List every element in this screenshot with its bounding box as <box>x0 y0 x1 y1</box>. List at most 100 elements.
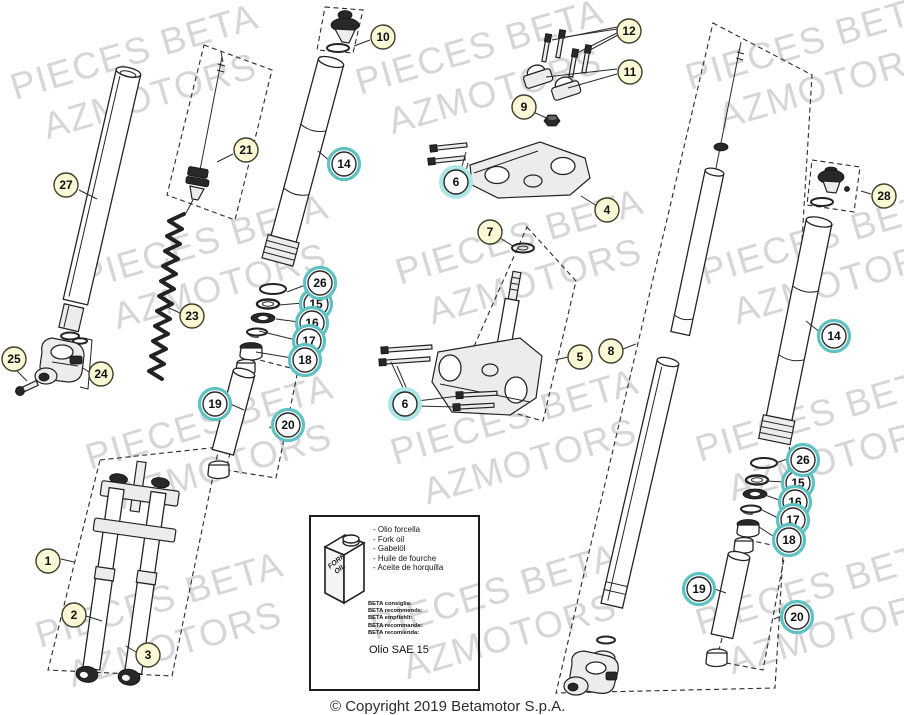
callout-number: 1 <box>45 554 52 568</box>
part-snap-ring-17-right <box>740 504 762 515</box>
part-inner-tube-right <box>596 356 680 645</box>
callout-19-right[interactable]: 19 <box>681 571 717 607</box>
callout-20-left[interactable]: 20 <box>270 407 306 443</box>
legend-line: - Olio forcella <box>373 525 421 534</box>
callout-4[interactable]: 4 <box>594 197 620 223</box>
callout-number: 4 <box>604 203 611 217</box>
callout-number: 6 <box>453 175 460 189</box>
group-box-lower-clamp-5 <box>451 226 577 422</box>
callout-20-right[interactable]: 20 <box>779 599 815 635</box>
part-clamp-bolts-6-bottom <box>378 344 498 412</box>
part-spacer-right <box>733 536 754 554</box>
callout-number: 18 <box>298 353 312 367</box>
callout-1[interactable]: 1 <box>35 548 61 574</box>
part-washer-15-left <box>255 298 281 310</box>
part-axle-clamp-right <box>563 650 619 696</box>
callout-number: 11 <box>624 65 637 79</box>
callout-number: 3 <box>145 648 152 662</box>
callout-7[interactable]: 7 <box>477 219 503 245</box>
callout-number: 23 <box>185 309 199 323</box>
part-snap-ring-17-left <box>246 327 268 338</box>
callout-9[interactable]: 9 <box>511 94 537 120</box>
callout-18-right[interactable]: 18 <box>771 522 807 558</box>
callout-number: 14 <box>827 329 841 343</box>
part-fork-stanchion-left <box>62 66 142 306</box>
part-washer-15-right <box>744 474 770 486</box>
callout-number: 7 <box>487 225 494 239</box>
callout-number: 14 <box>337 157 351 171</box>
legend-line: BETA recommends: <box>368 608 423 615</box>
legend-line: - Aceite de horquilla <box>373 563 444 573</box>
legend-line: BETA consiglia: <box>368 601 412 607</box>
callout-14-right[interactable]: 14 <box>816 318 852 354</box>
part-oil-seal-16-left <box>250 312 276 324</box>
part-damper-assembly-right <box>670 41 745 337</box>
callout-number: 10 <box>376 30 390 44</box>
part-dust-seal-18-right <box>736 519 760 538</box>
callout-number: 2 <box>71 608 78 622</box>
callout-8[interactable]: 8 <box>598 338 624 364</box>
callout-3[interactable]: 3 <box>135 642 161 668</box>
callout-layer: 1234566789101112141415151616171718181919… <box>1 18 897 668</box>
group-box-fork-cap-28 <box>806 159 861 213</box>
legend-line: - Huile de fourche <box>373 553 437 563</box>
part-upper-triple-clamp-4 <box>469 141 591 199</box>
oil-spec: Olio SAE 15 <box>369 644 429 656</box>
callout-26-right[interactable]: 26 <box>785 442 821 478</box>
callout-2[interactable]: 2 <box>61 602 87 628</box>
callout-27[interactable]: 27 <box>53 172 79 198</box>
callout-number: 5 <box>577 350 584 364</box>
callout-11[interactable]: 11 <box>617 59 643 85</box>
part-handlebar-clamps-11 <box>523 64 582 101</box>
bracket-24 <box>79 337 93 390</box>
part-damper-rod-21 <box>185 51 226 214</box>
callout-6-top[interactable]: 6 <box>439 165 473 199</box>
legend-line: BETA empfiehlt: <box>368 615 413 622</box>
part-ring-26-left <box>259 283 287 295</box>
callout-21[interactable]: 21 <box>233 137 259 163</box>
callout-5[interactable]: 5 <box>567 344 593 370</box>
part-cartridge-right-19 <box>705 550 751 668</box>
callout-number: 26 <box>313 276 327 290</box>
callout-10[interactable]: 10 <box>370 24 396 50</box>
part-outer-tube-left-14 <box>261 55 345 267</box>
part-outer-tube-right-14 <box>757 216 833 446</box>
part-fork-cap-10 <box>326 10 360 53</box>
callout-24[interactable]: 24 <box>88 361 114 387</box>
part-fork-assembly-complete <box>75 460 180 686</box>
part-dust-seal-18-left <box>239 342 263 361</box>
part-steering-stem-dust-seal-7 <box>511 242 535 254</box>
part-cartridge-left-19 <box>207 367 256 480</box>
callout-number: 28 <box>877 189 891 203</box>
part-axle-clamp-left <box>34 303 93 390</box>
group-box-damper-rod-21 <box>166 44 273 221</box>
part-steering-stem-nut-9 <box>543 114 561 127</box>
callout-25[interactable]: 25 <box>1 346 27 372</box>
callout-14-left[interactable]: 14 <box>326 146 362 182</box>
callout-6-bottom[interactable]: 6 <box>388 387 422 421</box>
callout-23[interactable]: 23 <box>179 303 205 329</box>
part-fork-cap-28 <box>810 166 850 207</box>
recommendation-list: BETA consiglia:BETA recommends:BETA empf… <box>368 601 423 637</box>
callout-number: 8 <box>608 344 615 358</box>
callout-19-left[interactable]: 19 <box>197 386 233 422</box>
callout-number: 9 <box>521 100 528 114</box>
part-fork-spring-23 <box>147 212 186 381</box>
callout-12[interactable]: 12 <box>616 18 642 44</box>
group-box-fork-assembly-1 <box>47 446 220 677</box>
callout-26-left[interactable]: 26 <box>302 265 338 301</box>
fork-oil-bottle: FORK OIL <box>323 534 366 605</box>
callout-number: 19 <box>208 397 222 411</box>
callout-number: 26 <box>796 453 810 467</box>
callout-18-left[interactable]: 18 <box>287 342 323 378</box>
group-box-fork-leg-8 <box>555 22 813 694</box>
callout-number: 27 <box>59 178 73 192</box>
part-cartridge-end-right <box>705 648 728 668</box>
callout-28[interactable]: 28 <box>871 183 897 209</box>
part-axle-pinch-bolt-25 <box>15 379 40 396</box>
callout-number: 6 <box>402 397 409 411</box>
